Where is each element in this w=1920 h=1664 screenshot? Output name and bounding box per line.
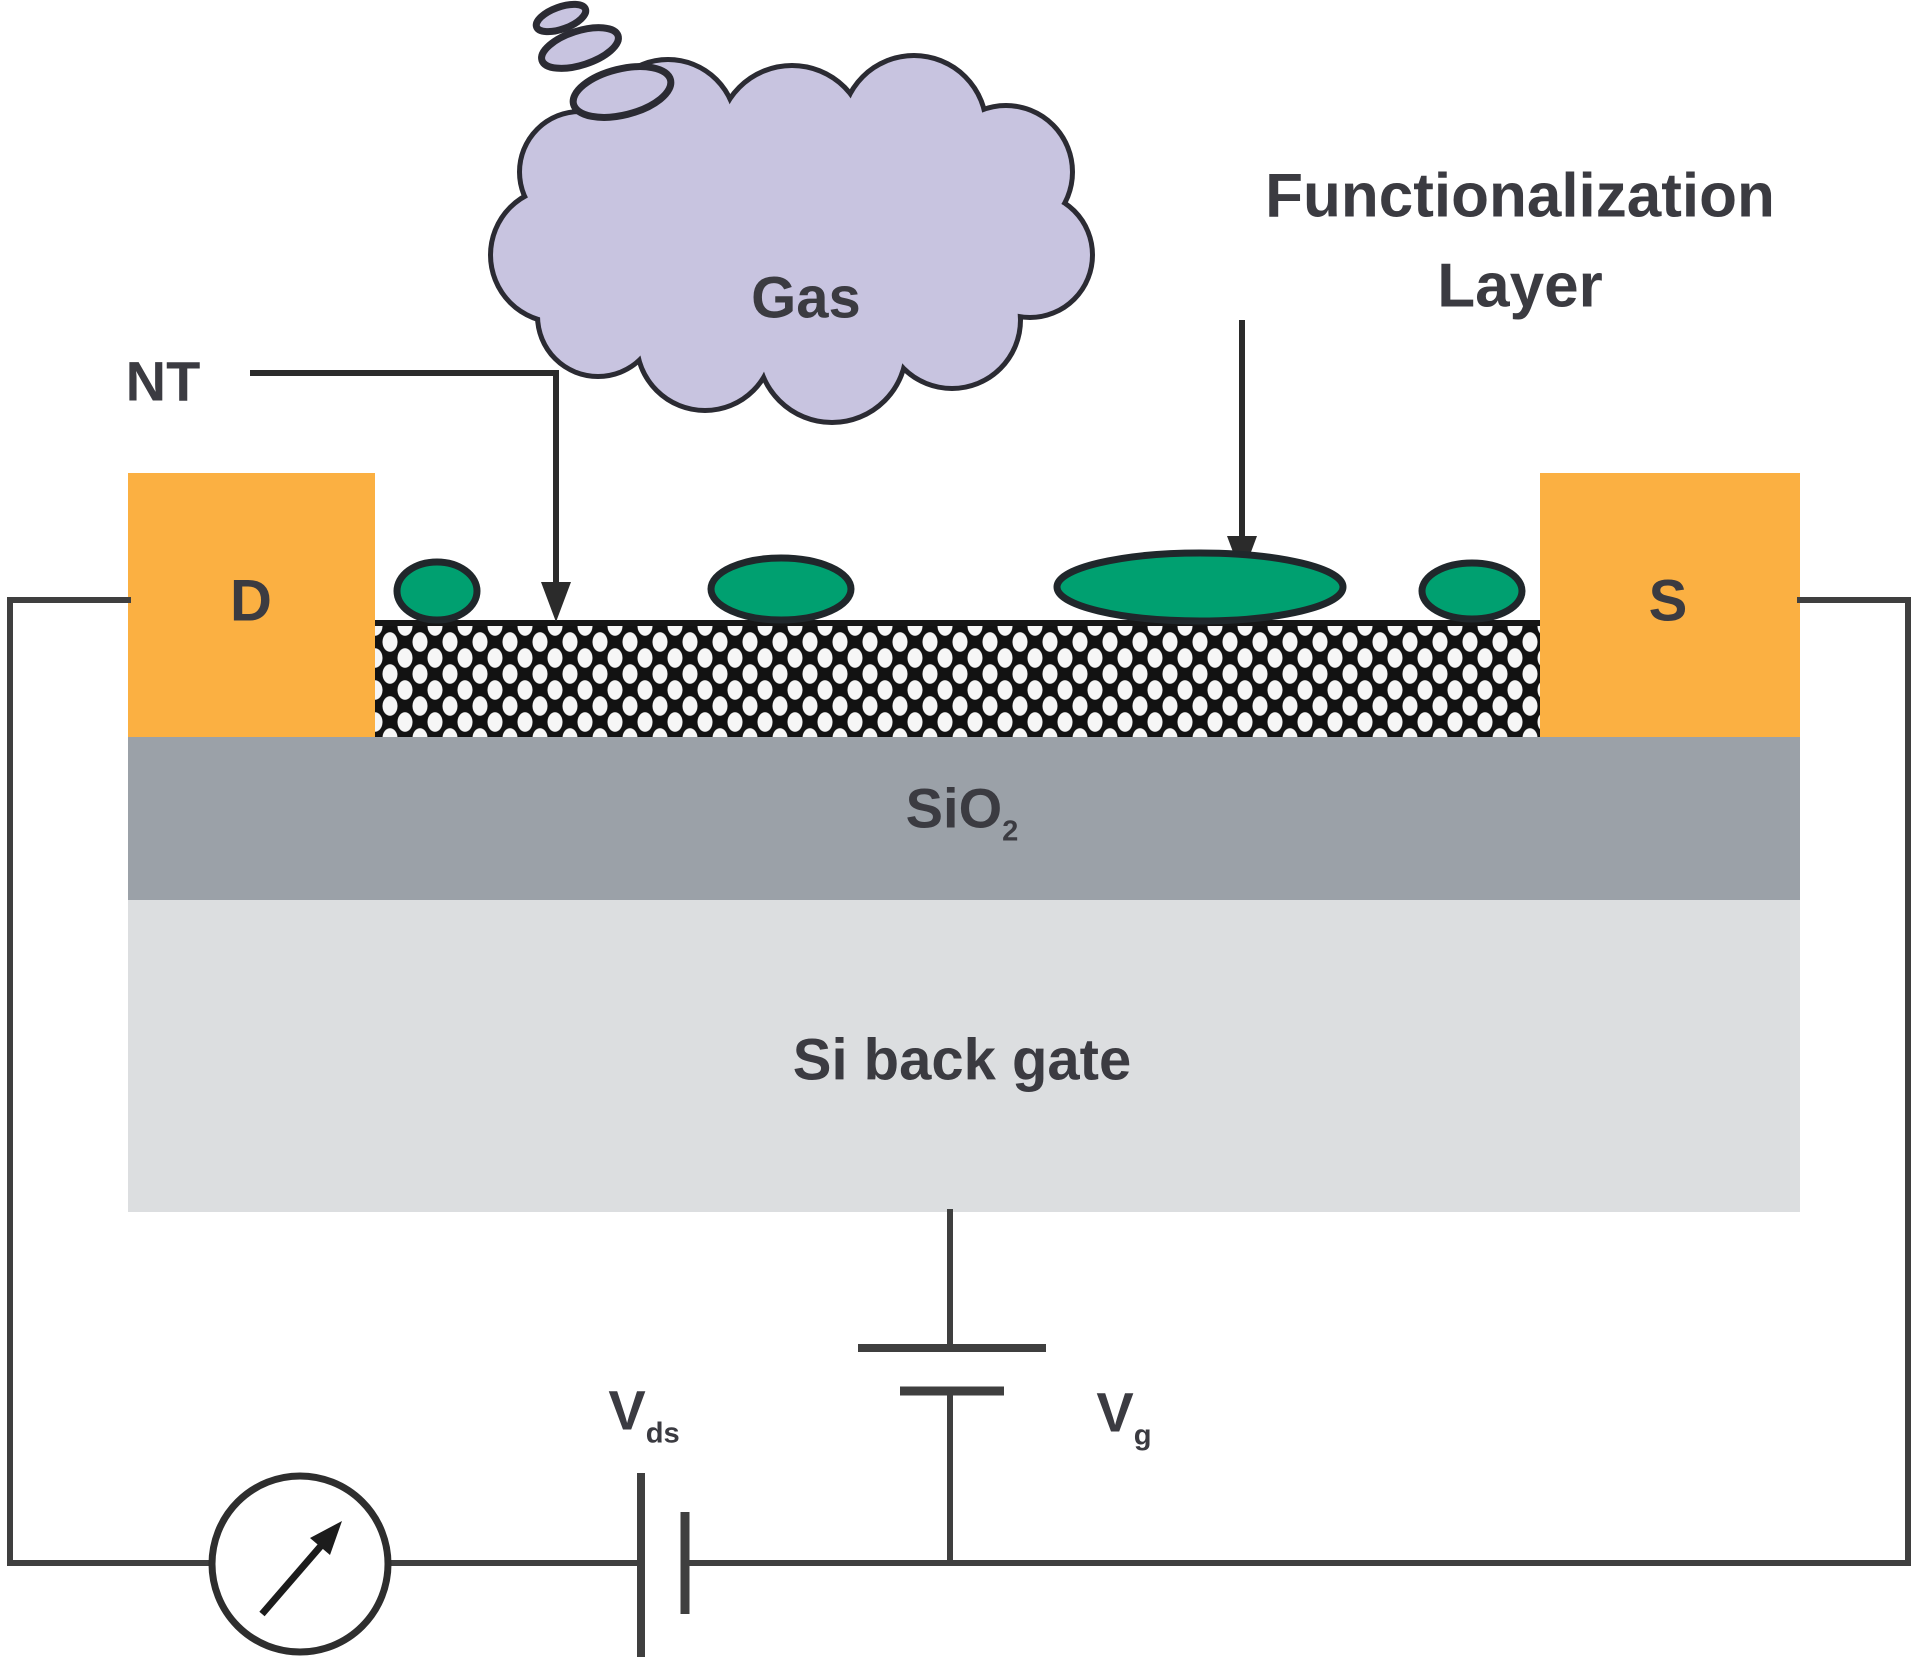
sio2-formula: SiO — [905, 776, 1003, 840]
vg-battery-icon — [858, 1344, 1046, 1396]
functionalization-blob — [1418, 559, 1526, 623]
vg-symbol: V — [1096, 1380, 1134, 1444]
nt-label: NT — [125, 349, 201, 413]
sio2-subscript: 2 — [1002, 815, 1019, 848]
drain-electrode — [128, 473, 375, 737]
vds-battery-icon — [637, 1473, 690, 1657]
circuit-wires — [7, 597, 1911, 1566]
thought-bubbles-icon — [532, 0, 675, 121]
vds-label: Vds — [608, 1377, 679, 1450]
functionalization-blob — [393, 558, 481, 624]
si-back-gate-layer — [128, 900, 1800, 1212]
wire-drain-loop — [7, 597, 215, 1566]
carbon-nanotube-mesh — [375, 620, 1540, 737]
source-electrode — [1540, 473, 1800, 737]
functionalization-pointer-arrow — [1227, 320, 1257, 576]
wire-source-loop — [686, 597, 1911, 1566]
functionalization-blobs — [393, 549, 1526, 625]
functionalization-blob — [707, 554, 855, 624]
gas-cloud-icon — [488, 0, 1095, 425]
nt-pointer-arrow — [250, 370, 571, 622]
source-label: S — [1648, 568, 1688, 634]
ammeter-icon — [208, 1472, 392, 1656]
vg-label: Vg — [1096, 1379, 1151, 1452]
vds-symbol: V — [608, 1378, 646, 1442]
functionalization-label-line1: Functionalization — [1265, 161, 1775, 231]
functionalization-blob — [1053, 549, 1347, 625]
functionalization-label-line2: Layer — [1437, 251, 1603, 321]
sio2-label: SiO2 — [906, 775, 1019, 848]
drain-label: D — [230, 568, 272, 634]
vg-subscript: g — [1133, 1419, 1152, 1452]
gas-label: Gas — [751, 265, 861, 331]
si-back-gate-label: Si back gate — [792, 1027, 1132, 1093]
sio2-layer — [128, 737, 1800, 900]
vds-subscript: ds — [645, 1417, 680, 1450]
